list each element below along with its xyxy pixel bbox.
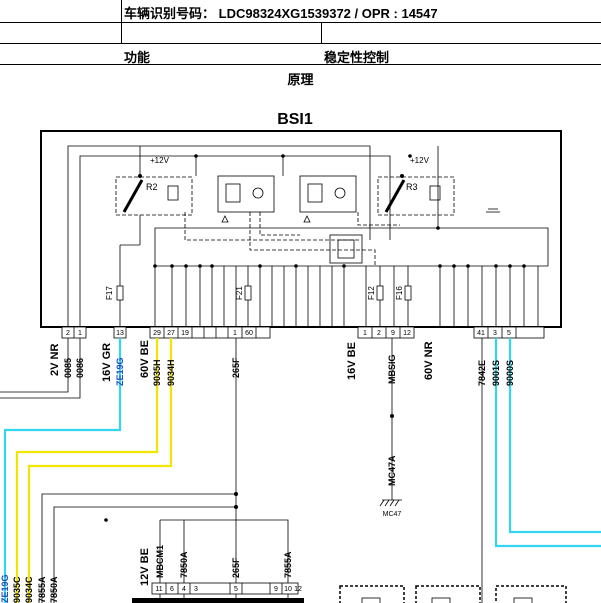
left-wire-9034c: 9034C xyxy=(24,576,34,603)
pin-c3-1: 1 xyxy=(233,330,237,337)
pin-c5-3: 3 xyxy=(493,330,497,337)
ground-mc47-label: MC47 xyxy=(383,511,402,518)
wire-9000s: 9000S xyxy=(505,360,515,386)
fuse-f16: F16 xyxy=(395,285,412,301)
chip-block-center xyxy=(329,234,363,264)
pin-c4-12: 12 xyxy=(403,330,411,337)
pin-c4-1: 1 xyxy=(363,330,367,337)
svg-text:3: 3 xyxy=(194,586,198,593)
pin-c4-2: 2 xyxy=(377,330,381,337)
wire-9035h: 9035H xyxy=(152,359,162,386)
bsi-module-box xyxy=(40,130,562,328)
fuse-f17: F17 xyxy=(105,285,124,301)
info-header: 车辆识别号码： LDC98324XG1539372 / OPR : 14547 … xyxy=(0,0,601,70)
svg-text:F16: F16 xyxy=(395,286,404,300)
connector-label-60v-nr: 60V NR xyxy=(423,341,435,380)
header-row-vin: 车辆识别号码： LDC98324XG1539372 / OPR : 14547 xyxy=(0,0,601,23)
wire-0086: 0086 xyxy=(75,358,85,378)
ground-mc47 xyxy=(379,490,402,507)
bottom-wire-7850a: 7850A xyxy=(179,551,189,578)
wire-mc47a: MC47A xyxy=(387,455,397,486)
pin-c3-19: 19 xyxy=(181,330,189,337)
pin-c5-41: 41 xyxy=(477,330,485,337)
header-row-function: 功能 稳定性控制 xyxy=(0,22,601,65)
vin-text: 车辆识别号码： LDC98324XG1539372 / OPR : 14547 xyxy=(124,6,438,21)
pin-c3-60: 60 xyxy=(245,330,253,337)
left-wire-ze19g: ZE19G xyxy=(0,574,10,603)
function-value: 稳定性控制 xyxy=(324,50,390,65)
pin-c5-5: 5 xyxy=(507,330,511,337)
svg-text:4: 4 xyxy=(182,586,186,593)
pin-c3-27: 27 xyxy=(167,330,175,337)
left-wire-7855a: 7855A xyxy=(37,576,47,603)
svg-text:11: 11 xyxy=(155,586,162,593)
wire-mbsig: MBSIG xyxy=(387,354,397,384)
left-wire-9035c: 9035C xyxy=(12,576,22,603)
left-wire-7850a: 7850A xyxy=(49,576,59,603)
svg-text:6: 6 xyxy=(170,586,174,593)
chip-block-right xyxy=(299,175,357,223)
bottom-connector: 12V BE MBCM1 7850A 265F 7855A 11 6 4 3 5… xyxy=(132,545,304,603)
pin-c3-29: 29 xyxy=(153,330,161,337)
section-title: 原理 xyxy=(287,72,314,87)
connector-label-60v-be: 60V BE xyxy=(139,340,151,378)
pin-c1-2: 2 xyxy=(66,330,70,337)
relay-r2: R2 +12V xyxy=(122,156,179,213)
supply-label-left: +12V xyxy=(150,156,170,165)
chip-block-left xyxy=(217,175,275,223)
svg-text:12V BE: 12V BE xyxy=(139,548,151,586)
svg-text:5: 5 xyxy=(234,586,238,593)
svg-text:F17: F17 xyxy=(105,286,114,300)
bottom-wire-mbcm1: MBCM1 xyxy=(155,545,165,578)
wire-265f-top: 265F xyxy=(231,357,241,378)
connector-label-2v-nr: 2V NR xyxy=(49,344,61,376)
svg-text:F12: F12 xyxy=(367,286,376,300)
fuse-f12: F12 xyxy=(367,285,384,301)
svg-text:F21: F21 xyxy=(235,286,244,300)
wire-9034h: 9034H xyxy=(166,359,176,386)
pin-c1-1: 1 xyxy=(78,330,82,337)
wire-0085: 0085 xyxy=(63,358,73,378)
bottom-wire-265f: 265F xyxy=(231,557,241,578)
fuse-f21: F21 xyxy=(235,285,252,301)
supply-label-right: +12V xyxy=(410,156,430,165)
relay-r3: R3 +12V xyxy=(384,156,441,213)
ground-symbol-internal xyxy=(486,208,500,213)
svg-text:12: 12 xyxy=(294,586,302,593)
function-label: 功能 xyxy=(124,50,151,65)
svg-text:10: 10 xyxy=(284,586,292,593)
connector-label-16v-gr: 16V GR xyxy=(101,343,113,382)
relay-r3-label: R3 xyxy=(406,182,418,192)
relay-r2-label: R2 xyxy=(146,182,158,192)
bottom-wire-7855a: 7855A xyxy=(283,551,293,578)
connector-label-16v-be: 16V BE xyxy=(346,342,358,380)
header-bottom-line xyxy=(0,64,601,65)
header-divider-mid xyxy=(321,22,322,43)
wire-7842e: 7842E xyxy=(477,360,487,386)
svg-text:9: 9 xyxy=(274,586,278,593)
header-divider-left xyxy=(121,0,122,43)
wire-ze19g: ZE19G xyxy=(115,357,125,386)
wire-9001s: 9001S xyxy=(491,360,501,386)
module-title: BSI1 xyxy=(277,111,313,128)
pin-c4-9: 9 xyxy=(391,330,395,337)
pin-c2-13: 13 xyxy=(116,330,124,337)
